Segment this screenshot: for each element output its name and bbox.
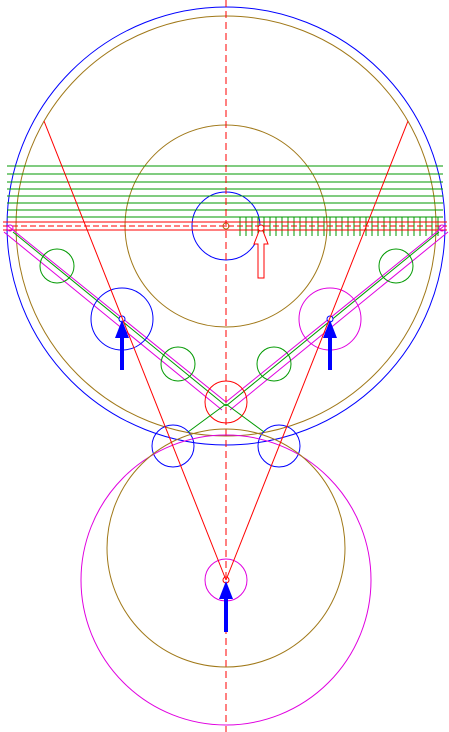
force-arrow-right xyxy=(323,320,337,370)
force-arrow-left xyxy=(115,320,129,370)
green-tick-marks xyxy=(239,217,439,236)
green-rollers xyxy=(39,248,414,382)
feed-arrow-icon xyxy=(253,224,269,279)
red-construction-lines xyxy=(43,120,409,581)
force-arrow-bottom xyxy=(219,581,233,632)
left-rail-end xyxy=(6,224,14,232)
lower-inner-ring xyxy=(106,428,346,668)
horizontal-section-lines xyxy=(3,221,447,231)
lower-outer-circle xyxy=(80,434,372,726)
lower-right-contact xyxy=(257,424,301,468)
roller-left-outer xyxy=(39,248,75,284)
contact-green-lines xyxy=(187,403,265,433)
right-rail-end xyxy=(438,224,446,232)
lower-left-contact xyxy=(151,424,195,468)
apex-circle xyxy=(204,380,248,424)
roller-right-inner xyxy=(256,346,292,382)
roller-left-inner xyxy=(160,346,196,382)
roller-right-outer xyxy=(378,248,414,284)
